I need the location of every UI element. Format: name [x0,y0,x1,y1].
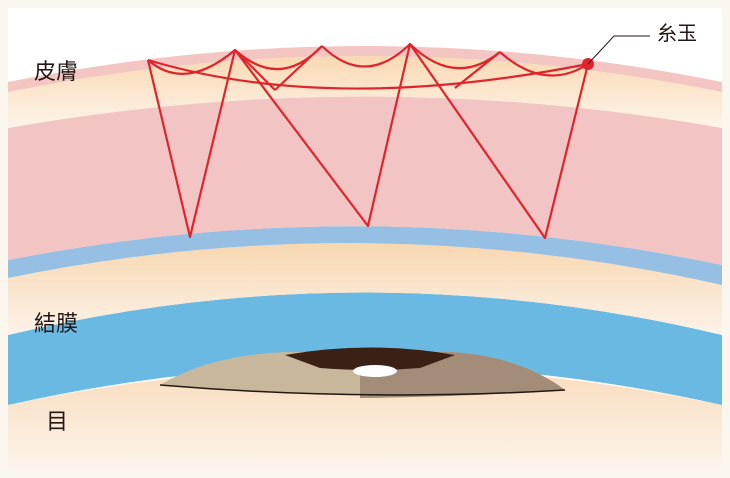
suture-cross-2 [274,45,323,91]
suture-cross-3 [454,51,501,89]
suture-zigzag [146,42,590,240]
knot-leader-line [587,35,650,65]
highlight [353,365,397,377]
label-conjunctiva: 結膜 [34,312,79,337]
pupil [285,347,455,370]
suture-loop-1 [147,49,236,75]
suture-loop-3 [321,43,411,68]
suture-long-arc [147,58,589,90]
label-eye: 目 [46,410,69,435]
suture-thread [146,42,590,240]
label-skin: 皮膚 [34,60,79,85]
fat-layer-lower [8,243,722,335]
eye-outline [159,384,566,396]
suture-cross-1 [234,49,276,91]
label-knot: 糸玉 [657,21,697,45]
eye-area [8,367,722,470]
skin-surface [8,46,722,92]
thin-blue-layer [8,226,722,285]
suture-loop-5 [499,51,589,77]
